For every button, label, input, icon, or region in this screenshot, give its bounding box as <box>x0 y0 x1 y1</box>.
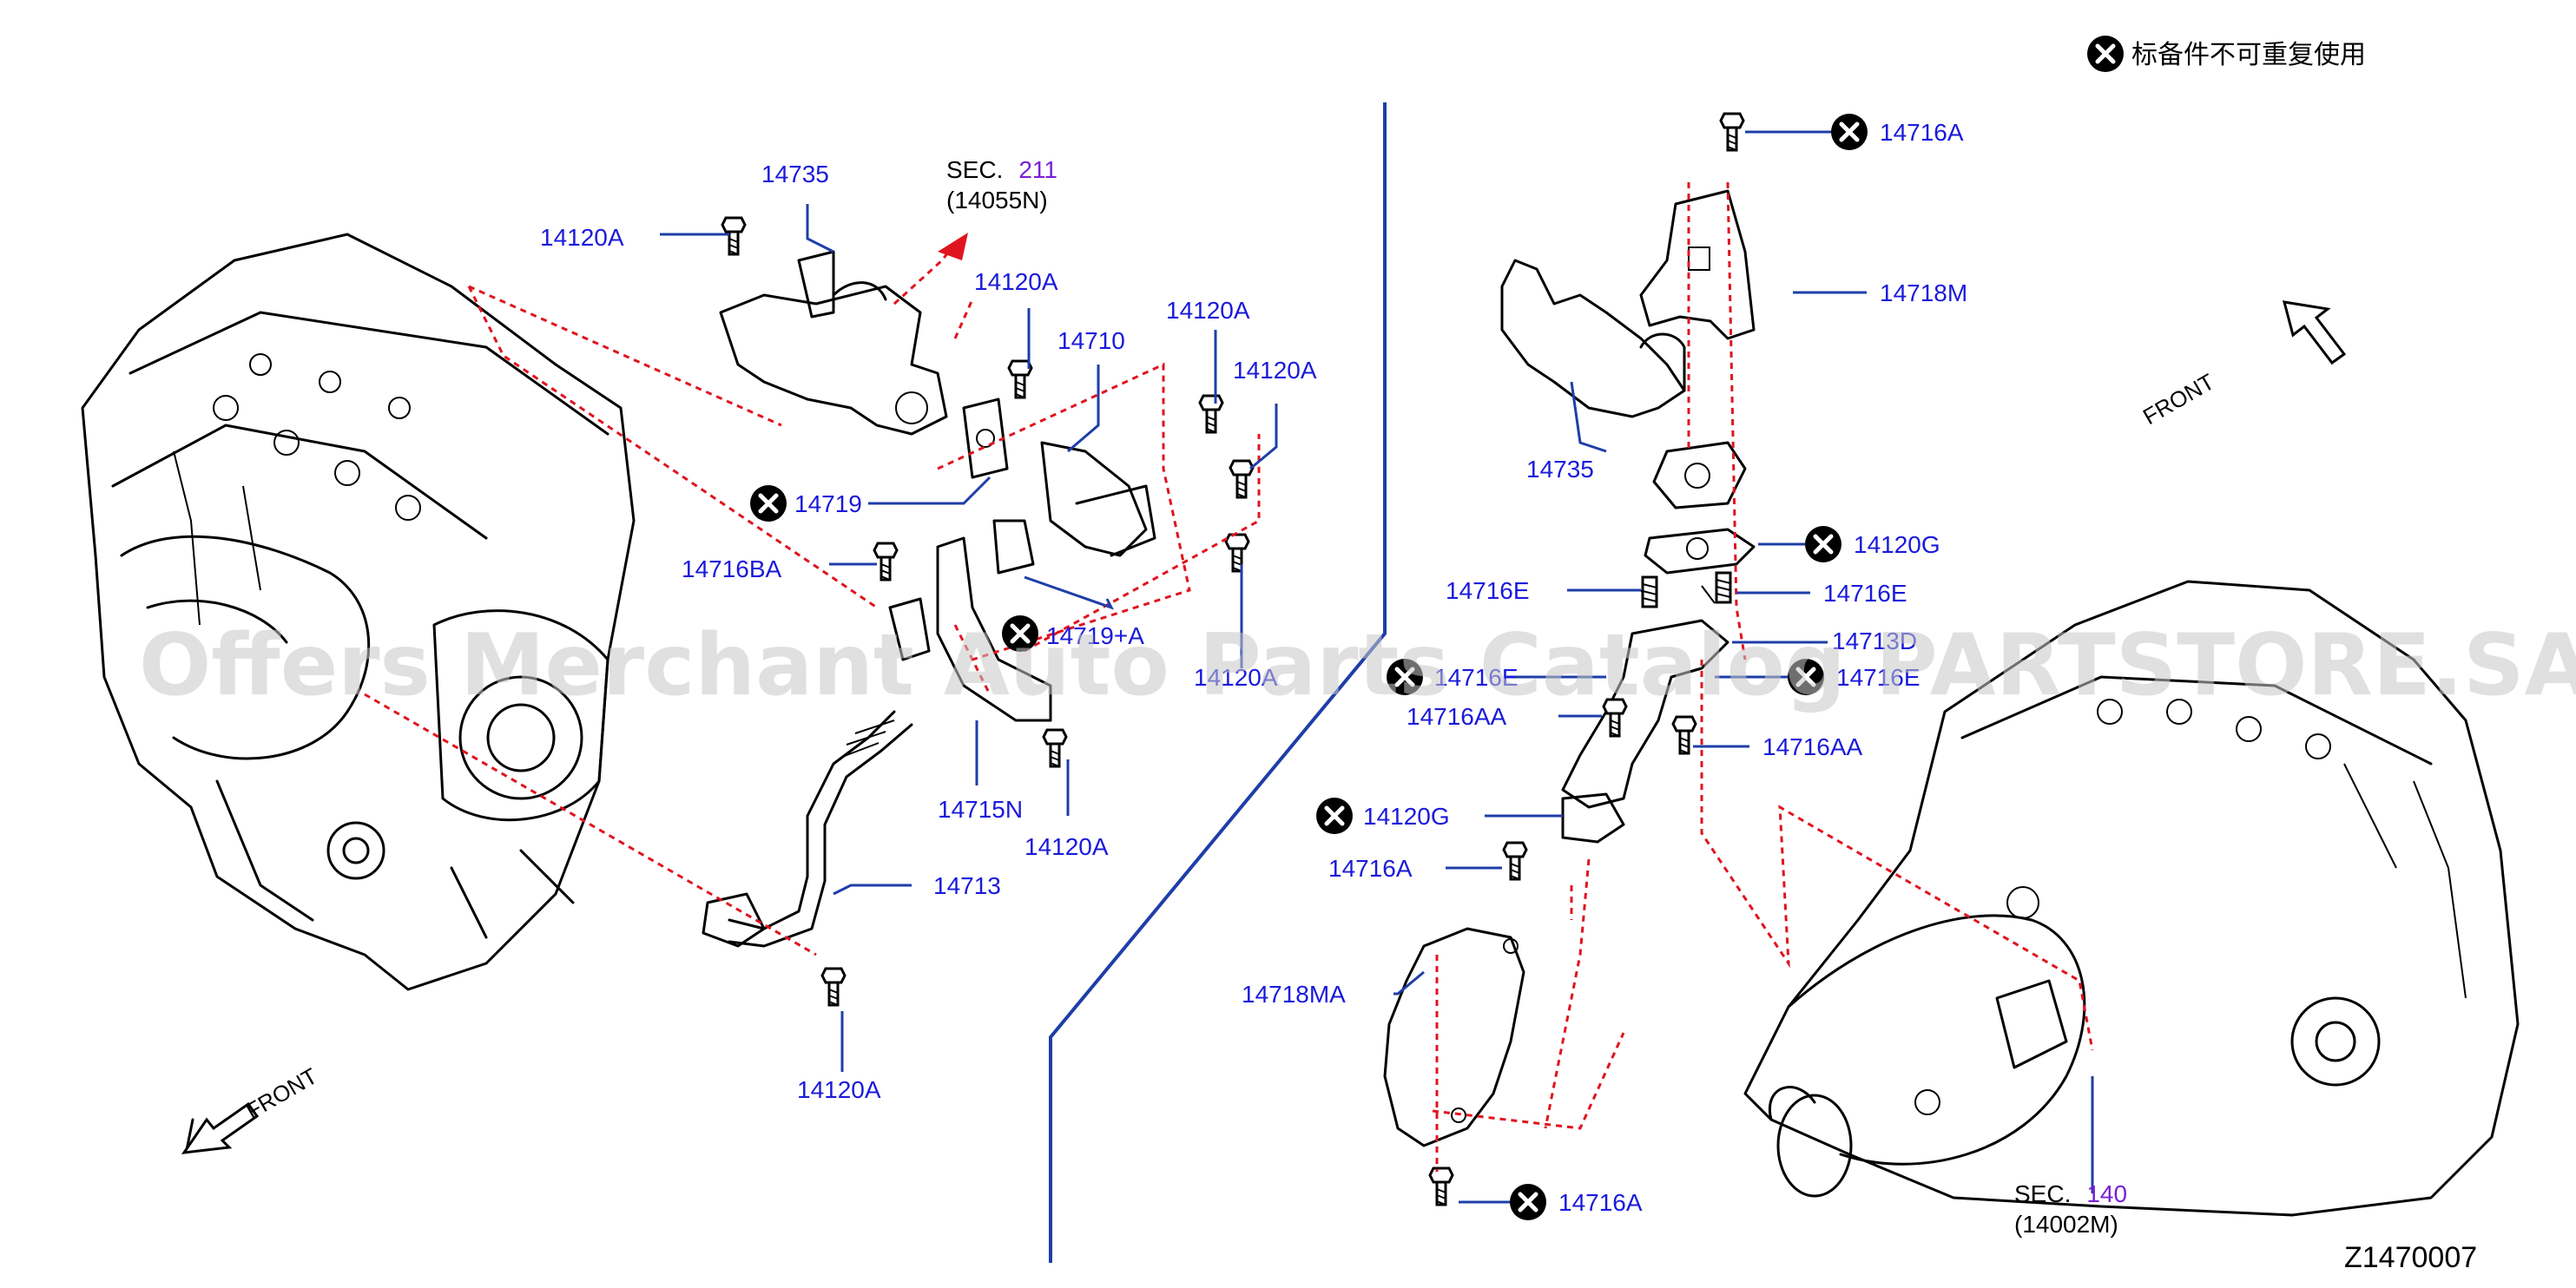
callout-14120A-b: 14120A <box>974 268 1058 295</box>
callout-14719A: 14719+A <box>1046 622 1144 649</box>
callout-14716E-c: 14716E <box>1434 664 1519 691</box>
front-label-left: FRONT <box>241 1062 322 1124</box>
egr-cooler-left <box>992 441 1156 575</box>
callout-14120G-top: 14120G <box>1854 531 1940 558</box>
callout-14735-left: 14735 <box>761 161 829 187</box>
callout-14120A-d: 14120A <box>1233 357 1317 384</box>
svg-text:SEC.211: SEC.211 <box>946 156 1057 183</box>
callout-14120A-g: 14120A <box>797 1076 881 1103</box>
left-engine-block <box>81 233 636 991</box>
egr-valve-left <box>719 250 1009 479</box>
watermark-text: Offers Merchant Auto Parts Catalog PARTS… <box>139 616 2576 715</box>
callout-14120A-e: 14120A <box>1194 664 1278 691</box>
callout-14715N: 14715N <box>938 796 1023 823</box>
callout-14710: 14710 <box>1057 327 1125 354</box>
egr-tube-left <box>702 536 1052 948</box>
section-ref-140: SEC.140 (14002M) <box>2014 1180 2127 1238</box>
sec-211-arrow-icon <box>938 233 968 260</box>
assembly-dashed-lines <box>364 181 2094 1172</box>
svg-text:SEC.140: SEC.140 <box>2014 1180 2127 1207</box>
heat-shield-lower <box>1383 927 1525 1147</box>
callout-14120G-bottom: 14120G <box>1363 803 1450 830</box>
callout-14120A-c: 14120A <box>1166 297 1250 324</box>
callout-14716A-top: 14716A <box>1880 119 1964 146</box>
front-label-right: FRONT <box>2138 368 2219 430</box>
legend-text: 标备件不可重复使用 <box>2131 40 2366 70</box>
section-ref-211: SEC.211 (14055N) <box>946 156 1057 214</box>
heat-shield-upper <box>1639 189 1756 340</box>
egr-gasket-right <box>1644 528 1756 575</box>
leader-lines <box>660 130 2094 1204</box>
callout-14716E-d: 14716E <box>1836 664 1920 691</box>
callout-14716A-bottom: 14716A <box>1558 1189 1643 1216</box>
callout-14120A-a: 14120A <box>540 224 624 251</box>
svg-text:(14055N): (14055N) <box>946 187 1048 214</box>
bolt-markers <box>721 112 1745 1206</box>
front-indicator-right: FRONT <box>2138 300 2347 430</box>
divider-line <box>1049 102 1387 1263</box>
callout-14716AA-a: 14716AA <box>1407 703 1507 730</box>
callout-14719: 14719 <box>794 490 862 517</box>
callout-14716E-b: 14716E <box>1823 580 1907 607</box>
callout-14735-right: 14735 <box>1526 456 1594 483</box>
callout-14713D: 14713D <box>1832 628 1917 654</box>
egr-valve-right <box>1500 259 1747 509</box>
svg-text:(14002M): (14002M) <box>2014 1211 2118 1238</box>
callout-14718M: 14718M <box>1880 279 1967 306</box>
callout-14713-left: 14713 <box>933 872 1001 899</box>
callout-14716E-a: 14716E <box>1446 577 1530 604</box>
legend: 标备件不可重复使用 <box>2087 36 2366 72</box>
right-engine-block <box>1743 580 2520 1217</box>
diagram-code: Z1470007 <box>2344 1241 2477 1274</box>
callout-labels: 14735 14120A 14120A 14710 14120A 14120A … <box>540 119 1967 1216</box>
front-indicator-left: FRONT <box>181 1062 322 1154</box>
callout-14716A-mid: 14716A <box>1328 855 1413 882</box>
callout-14716AA-b: 14716AA <box>1762 733 1863 760</box>
callout-14716BA: 14716BA <box>682 555 782 582</box>
callout-14718MA: 14718MA <box>1242 981 1346 1008</box>
callout-14120A-f: 14120A <box>1024 833 1109 860</box>
